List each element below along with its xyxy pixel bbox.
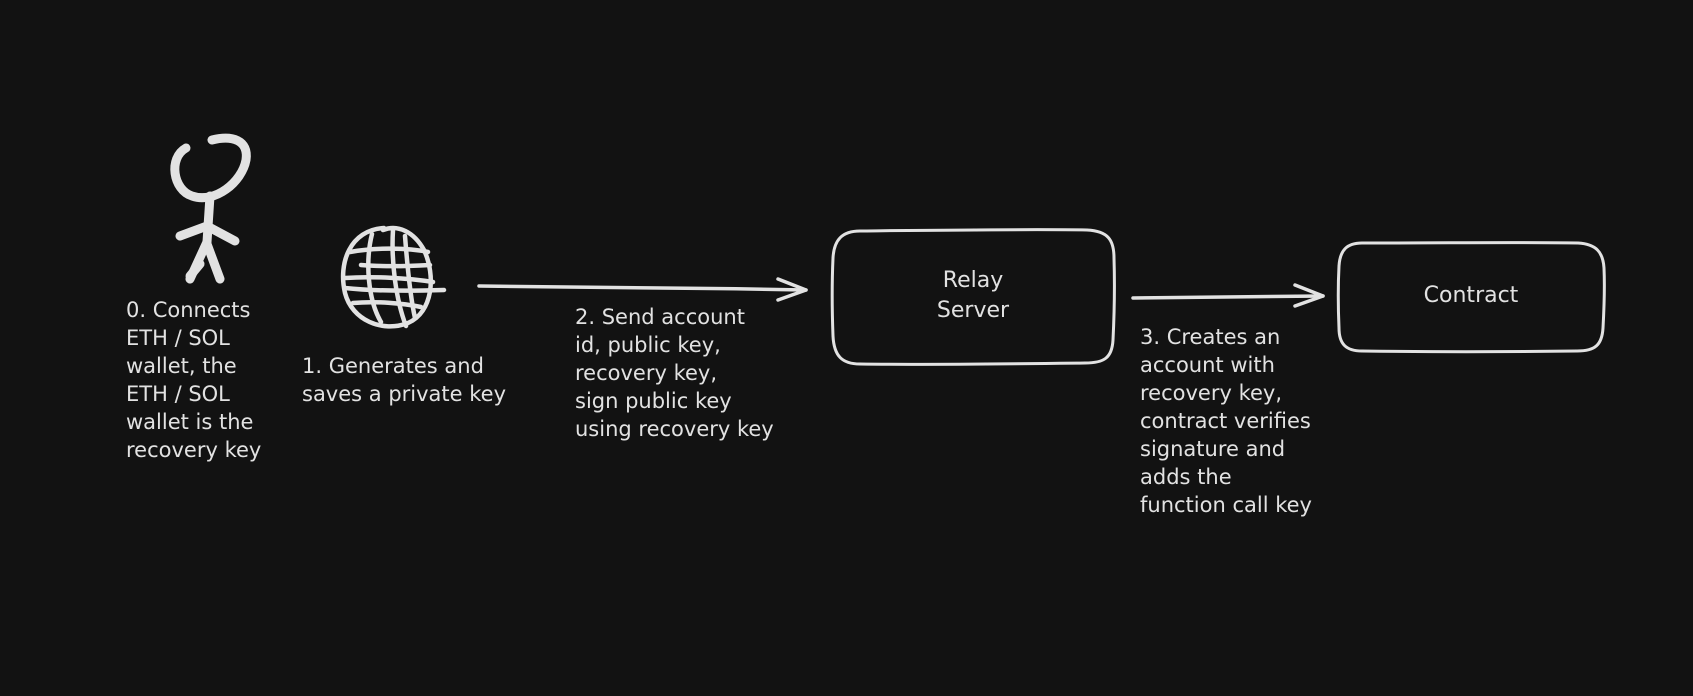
step-0-text: 0. Connects ETH / SOL wallet, the ETH / … xyxy=(126,298,262,462)
user-icon xyxy=(170,133,251,284)
step-1-text: 1. Generates and saves a private key xyxy=(302,354,507,406)
contract-box xyxy=(1336,241,1606,354)
relay-server-label: Relay Server xyxy=(936,268,1010,323)
step-3-text: 3. Creates an account with recovery key,… xyxy=(1140,325,1312,517)
step-2-text: 2. Send account id, public key, recovery… xyxy=(575,305,774,441)
arrow-to-contract xyxy=(1131,283,1325,308)
arrow-to-relay-server xyxy=(477,277,808,302)
globe-icon xyxy=(340,225,447,329)
contract-label: Contract xyxy=(1423,283,1519,308)
relay-server-box xyxy=(830,228,1116,366)
